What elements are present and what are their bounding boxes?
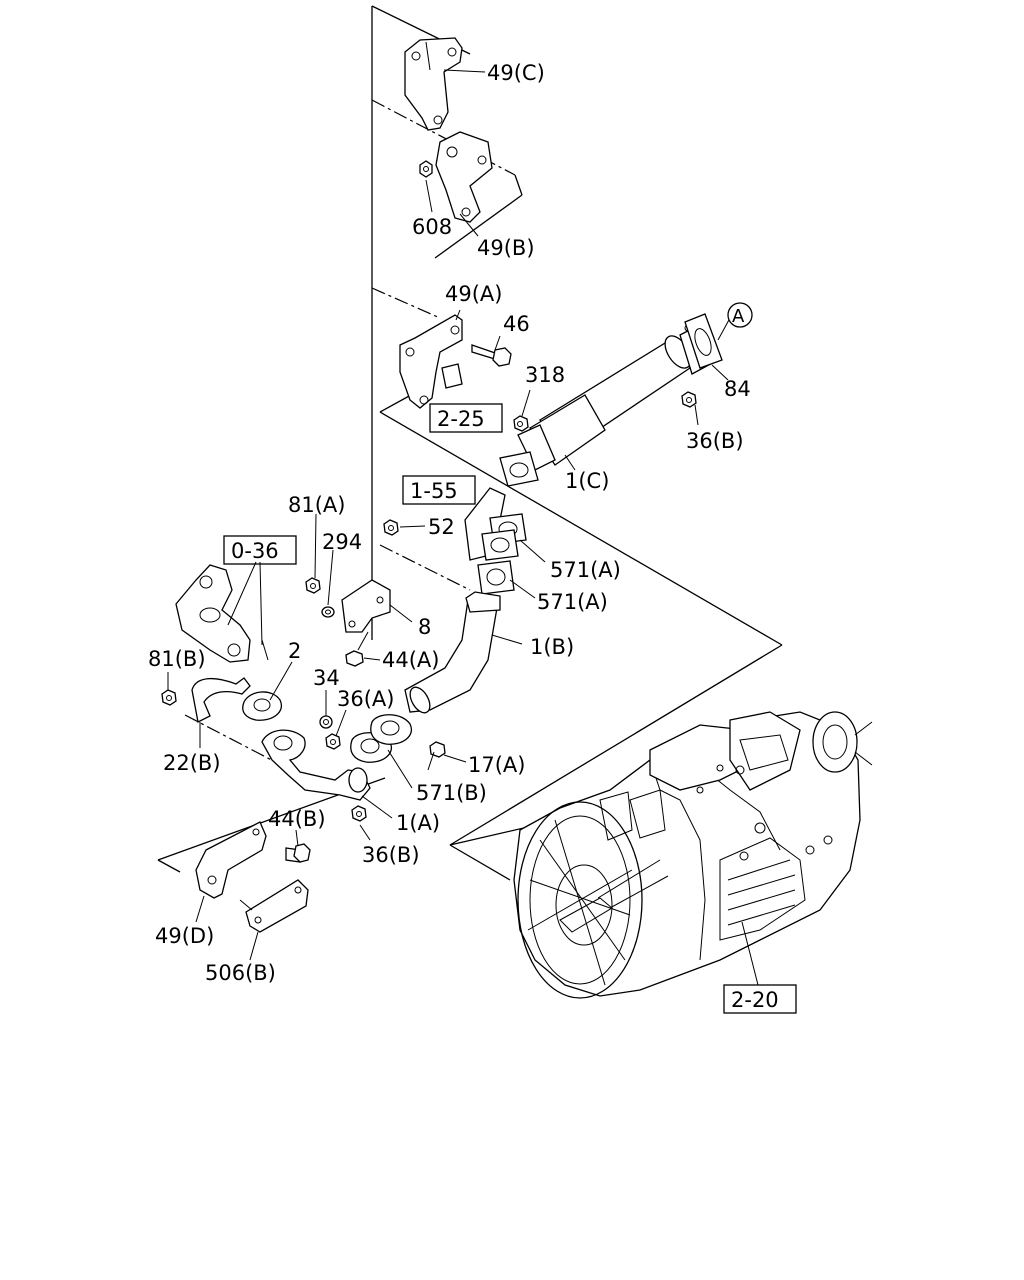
- callout-81b: 81(B): [148, 647, 206, 671]
- bolt-44b: [285, 843, 311, 863]
- gasket-2: [242, 691, 282, 721]
- callout-44a: 44(A): [382, 648, 439, 672]
- plate-506b: [239, 879, 309, 933]
- callout-84: 84: [724, 377, 751, 401]
- bracket-49c: [404, 37, 463, 131]
- callout-labels: 49(C) 608 49(B) 49(A) 46 84 318 36(B) 1(…: [148, 61, 751, 985]
- exhaust-pipe-1b: [404, 591, 501, 714]
- washer-294: [321, 606, 335, 618]
- svg-text:0-36: 0-36: [231, 539, 279, 563]
- nut-81a: [305, 577, 321, 594]
- callout-49b: 49(B): [477, 236, 535, 260]
- bolt-17a: [427, 741, 446, 771]
- leader-lines: [167, 69, 759, 986]
- washer-34: [319, 715, 333, 729]
- callout-36a: 36(A): [337, 687, 394, 711]
- bracket-49a: [399, 314, 512, 409]
- callout-49c: 49(C): [487, 61, 545, 85]
- callout-571a-lower: 571(A): [537, 590, 608, 614]
- callout-2: 2: [288, 639, 301, 663]
- gasket-571a-lower: [477, 560, 515, 595]
- svg-text:1-55: 1-55: [410, 479, 458, 503]
- callout-52: 52: [428, 515, 455, 539]
- callout-44b: 44(B): [268, 807, 326, 831]
- callout-1a: 1(A): [396, 811, 440, 835]
- callout-571b: 571(B): [416, 781, 487, 805]
- gasket-571a-mid: [481, 529, 519, 561]
- nut-52: [383, 519, 399, 536]
- nut-81b: [161, 689, 177, 706]
- transmission-assembly: [513, 711, 873, 999]
- clamp-22b: [191, 677, 251, 723]
- gasket-571b-right: [370, 714, 412, 745]
- callout-46: 46: [503, 312, 530, 336]
- svg-text:A: A: [732, 306, 745, 327]
- nut-36a: [325, 733, 341, 750]
- callout-506b: 506(B): [205, 961, 276, 985]
- callout-1c: 1(C): [565, 469, 609, 493]
- circle-marker-a: A: [727, 302, 753, 328]
- nut-36b-lower: [351, 805, 367, 822]
- bracket-49d: [195, 821, 267, 899]
- exhaust-manifold: [175, 564, 269, 663]
- callout-49a: 49(A): [445, 282, 502, 306]
- bracket-49b: [419, 131, 493, 223]
- svg-text:2-20: 2-20: [731, 988, 779, 1012]
- ref-box-1-55[interactable]: 1-55: [402, 475, 476, 505]
- callout-36b-lower: 36(B): [362, 843, 420, 867]
- callout-608: 608: [412, 215, 452, 239]
- callout-17a: 17(A): [468, 753, 525, 777]
- callout-81a: 81(A): [288, 493, 345, 517]
- callout-1b: 1(B): [530, 635, 574, 659]
- callout-294: 294: [322, 530, 362, 554]
- nut-318: [513, 415, 529, 432]
- callout-8: 8: [418, 615, 431, 639]
- callout-571a-upper: 571(A): [550, 558, 621, 582]
- callout-49d: 49(D): [155, 924, 214, 948]
- nut-36b-upper: [681, 391, 697, 408]
- svg-text:2-25: 2-25: [437, 407, 485, 431]
- bolt-44a: [345, 631, 369, 667]
- exhaust-pipe-1c: [499, 321, 719, 487]
- ref-box-2-20[interactable]: 2-20: [723, 984, 797, 1014]
- exhaust-pipe-1a: [261, 729, 371, 801]
- bracket-8: [341, 579, 391, 633]
- ref-box-0-36[interactable]: 0-36: [223, 535, 297, 565]
- callout-318: 318: [525, 363, 565, 387]
- gasket-84: [684, 313, 723, 369]
- ref-box-2-25[interactable]: 2-25: [429, 403, 503, 433]
- callout-36b-upper: 36(B): [686, 429, 744, 453]
- callout-22b: 22(B): [163, 751, 221, 775]
- callout-34: 34: [313, 666, 340, 690]
